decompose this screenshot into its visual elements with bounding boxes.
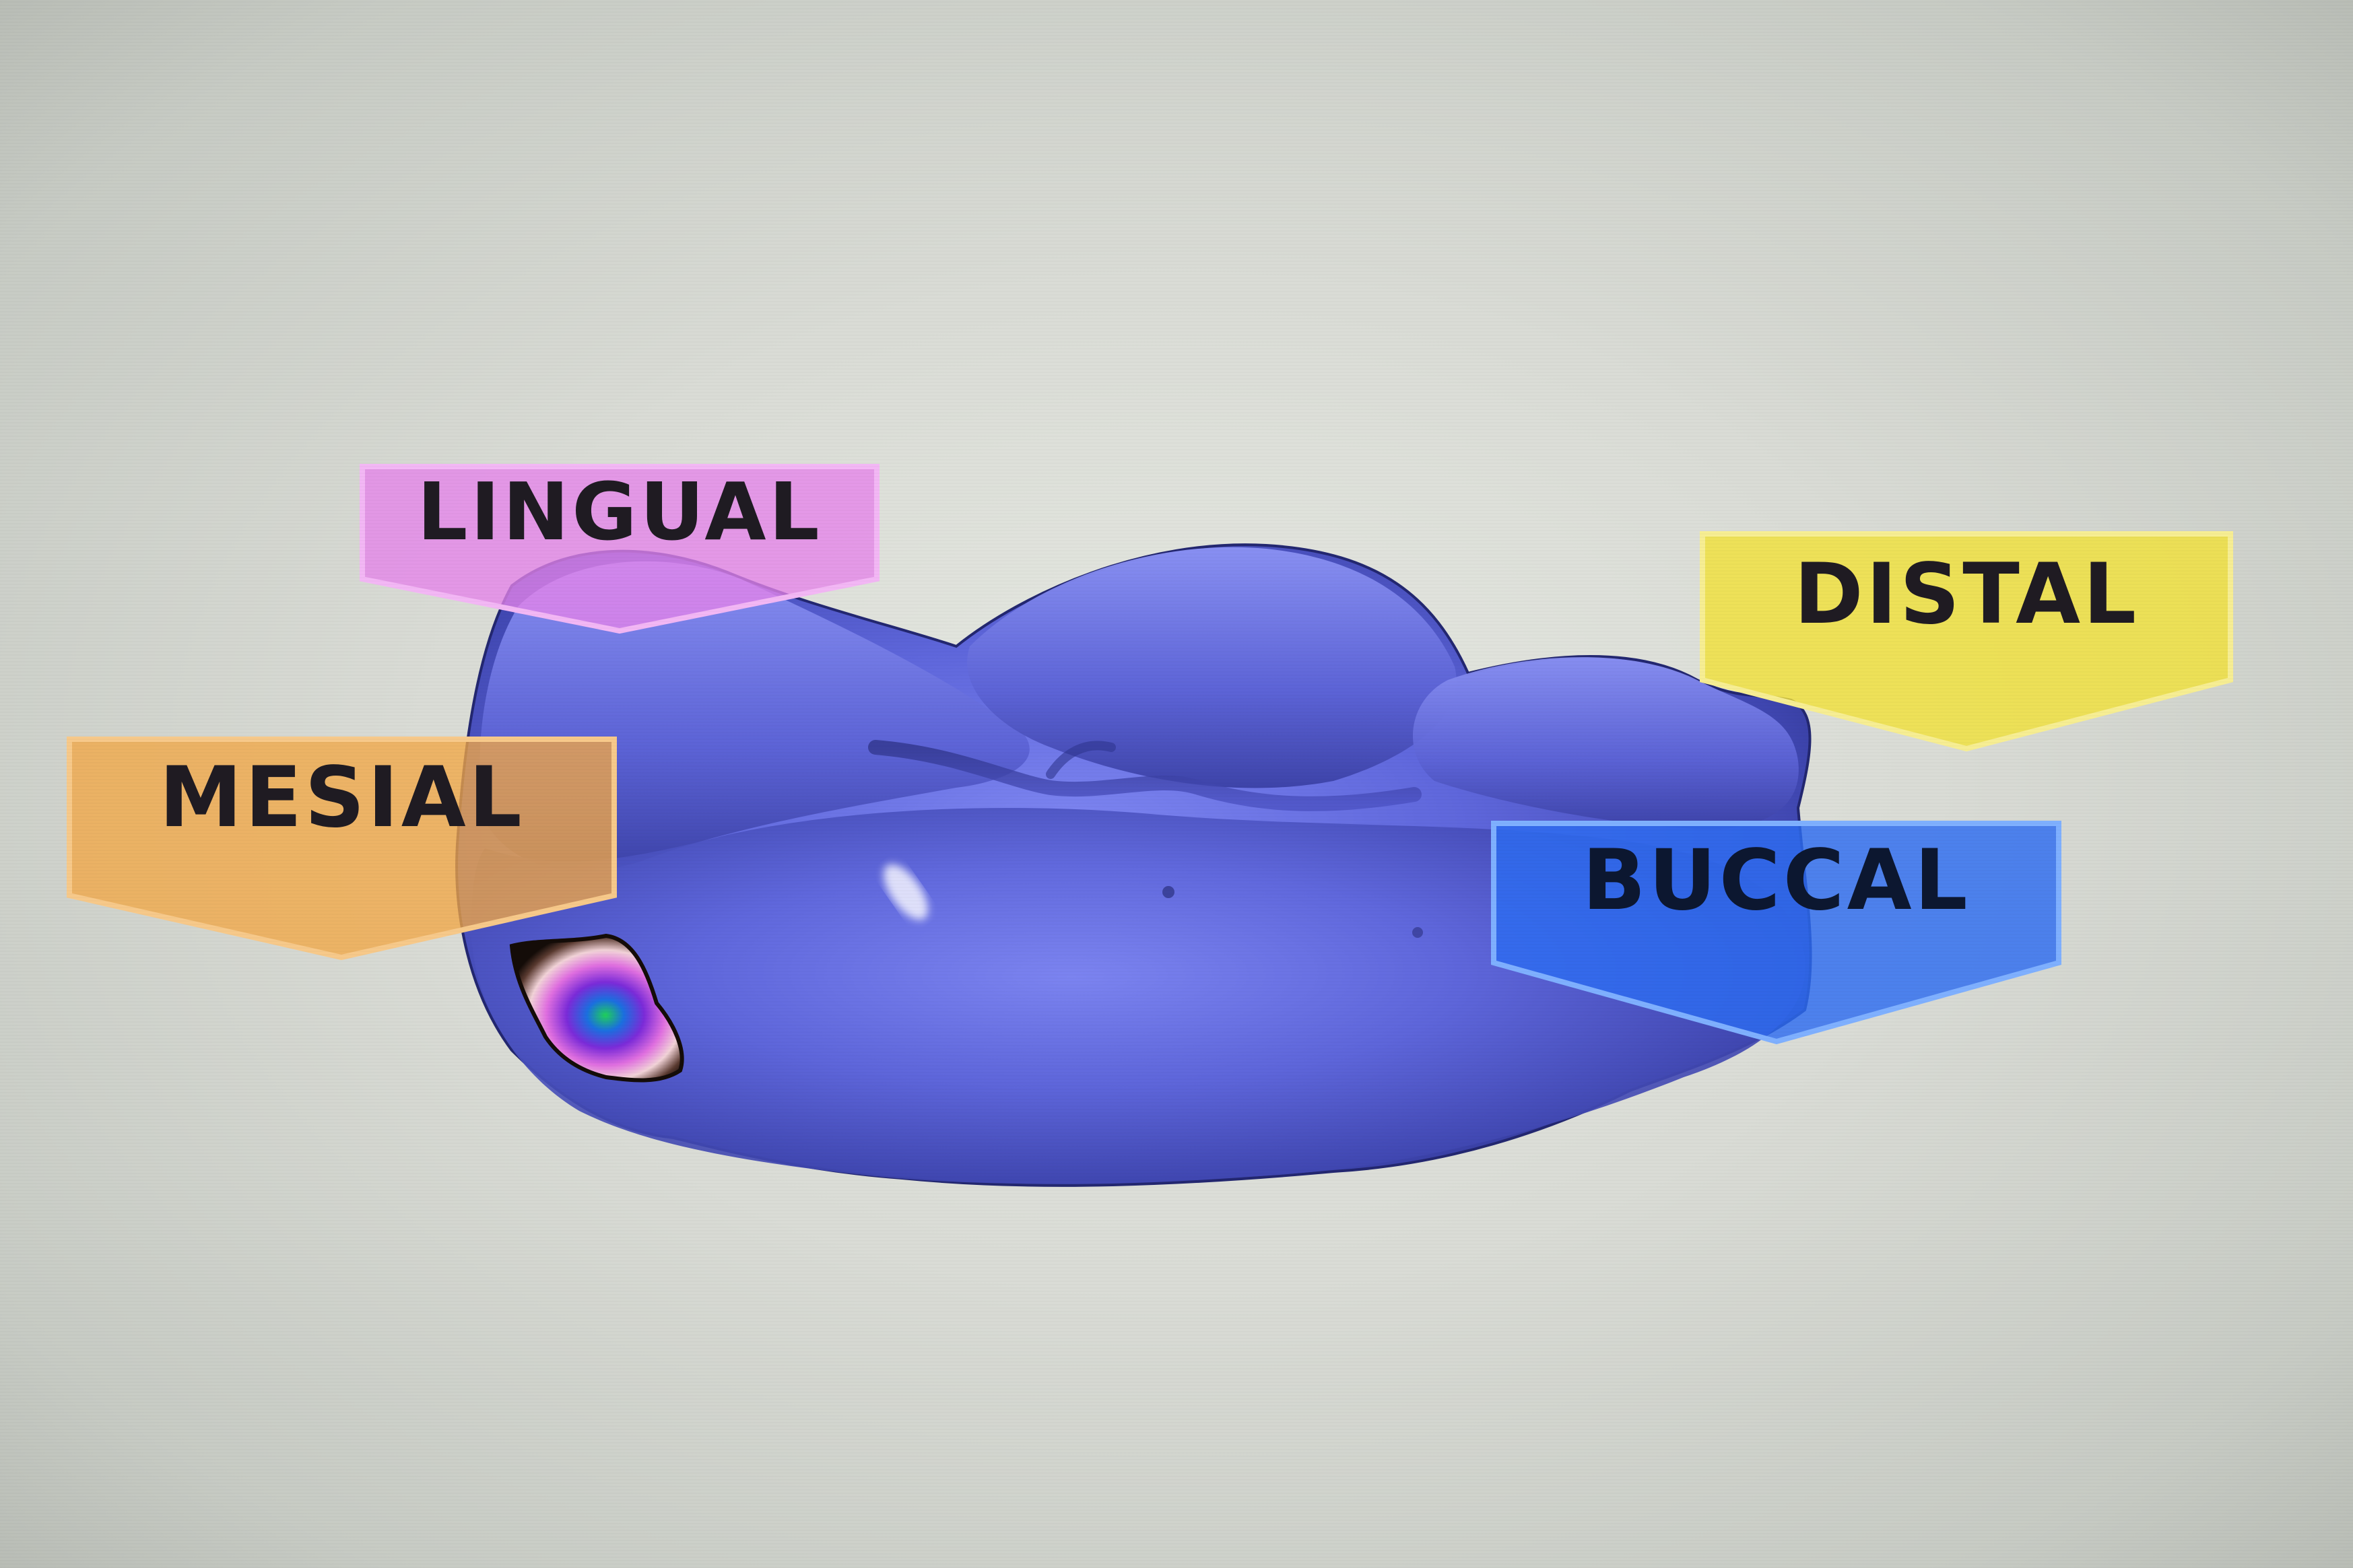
tooth-buccal-surface	[471, 808, 1805, 1184]
label-distal-text: DISTAL	[1793, 545, 2140, 643]
label-buccal[interactable]: BUCCAL	[1488, 818, 2064, 1047]
surface-pit	[1162, 886, 1174, 898]
surface-pit	[1412, 927, 1423, 938]
contact-heatmap-icon	[509, 933, 684, 1083]
lingual-tag-shape	[360, 464, 880, 634]
tooth-cusp	[1412, 657, 1799, 829]
specular-highlight	[884, 864, 928, 920]
label-lingual-text: LINGUAL	[417, 465, 822, 558]
label-lingual[interactable]: LINGUAL	[357, 461, 882, 636]
mesial-tag-shape	[67, 737, 617, 961]
tooth-cusp	[479, 561, 1030, 871]
distal-tag-shape	[1700, 531, 2233, 752]
label-distal[interactable]: DISTAL	[1697, 529, 2236, 754]
occlusal-groove	[1046, 741, 1116, 779]
label-mesial-text: MESIAL	[159, 749, 525, 846]
occlusal-groove	[868, 740, 1422, 811]
buccal-tag-shape	[1491, 821, 2061, 1045]
tooth-cusp	[967, 547, 1457, 788]
label-mesial[interactable]: MESIAL	[64, 734, 620, 963]
label-buccal-text: BUCCAL	[1582, 831, 1970, 929]
